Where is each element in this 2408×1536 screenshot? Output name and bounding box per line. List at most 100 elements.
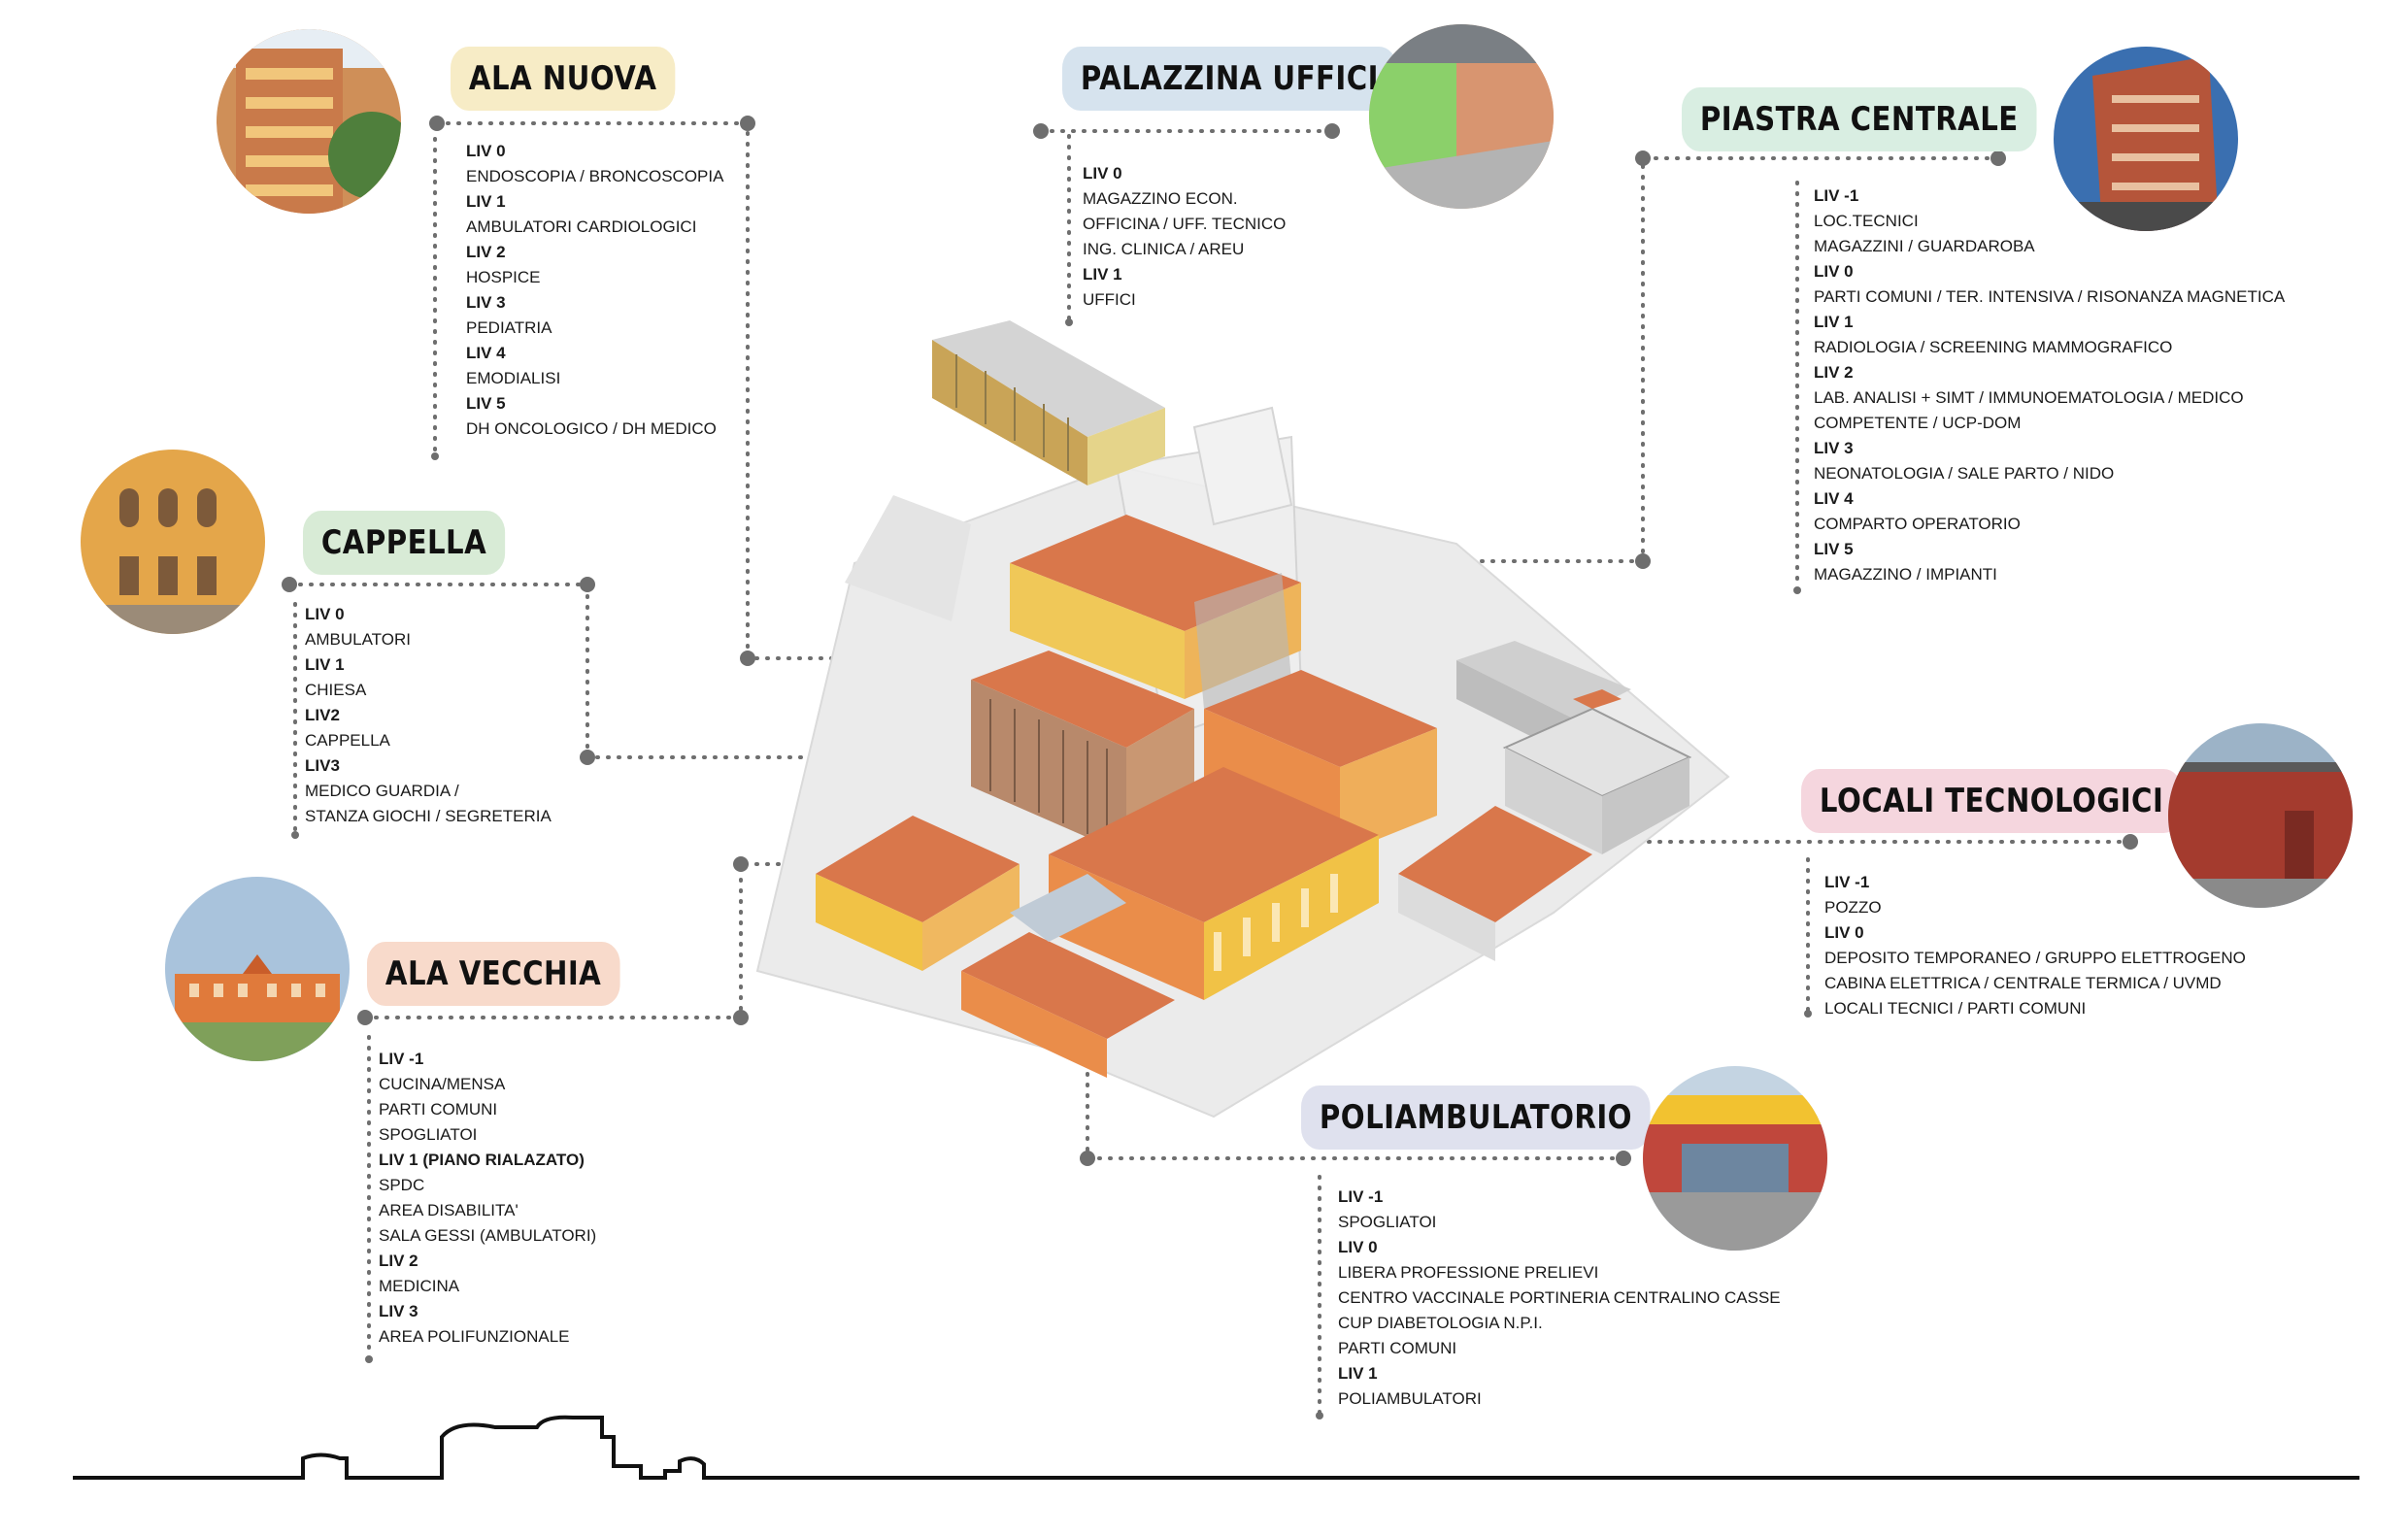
ghost-volume-2	[1192, 406, 1293, 526]
service-item: AREA DISABILITA'	[379, 1201, 518, 1219]
service-item: LOC.TECNICI	[1814, 212, 1919, 230]
building-facade-icon	[217, 29, 401, 214]
service-item: UFFICI	[1083, 290, 1136, 309]
service-item: CUCINA/MENSA	[379, 1075, 506, 1093]
service-item: NEONATOLOGIA / SALE PARTO / NIDO	[1814, 464, 2115, 483]
level-label: LIV 4	[1814, 489, 1854, 508]
level-label: LIV 4	[466, 344, 506, 362]
service-item: EMODIALISI	[466, 369, 561, 387]
level-label: LIV 1	[1814, 313, 1854, 331]
level-label: LIV 0	[1083, 164, 1122, 183]
pill-poliambulatorio: POLIAMBULATORIO	[1301, 1085, 1651, 1150]
service-item: POZZO	[1824, 898, 1882, 917]
photo-locali-tecnologici	[2168, 723, 2353, 908]
service-item: DEPOSITO TEMPORANEO / GRUPPO ELETTROGENO	[1824, 949, 2246, 967]
service-item: PARTI COMUNI	[379, 1100, 498, 1119]
level-label: LIV -1	[1338, 1187, 1384, 1206]
connector-cappella	[287, 583, 963, 759]
service-item: SPDC	[379, 1176, 425, 1194]
pill-piastra-centrale: PIASTRA CENTRALE	[1682, 87, 2037, 151]
service-item: CENTRO VACCINALE PORTINERIA CENTRALINO C…	[1338, 1288, 1781, 1307]
yellow-building-icon	[81, 450, 265, 634]
service-item: LAB. ANALISI + SIMT / IMMUNOEMATOLOGIA /…	[1814, 388, 2244, 432]
level-label: LIV 3	[1814, 439, 1854, 457]
photo-ala-vecchia	[165, 877, 350, 1061]
service-item: SPOGLIATOI	[379, 1125, 478, 1144]
level-label: LIV 0	[466, 142, 506, 160]
service-item: LIBERA PROFESSIONE PRELIEVI	[1338, 1263, 1599, 1282]
levels-poliambulatorio: LIV -1 SPOGLIATOI LIV 0 LIBERA PROFESSIONE …	[1338, 1185, 1781, 1412]
level-label: LIV 0	[305, 605, 345, 623]
connector-ala-nuova	[435, 121, 905, 660]
levels-ala-vecchia: LIV -1 CUCINA/MENSA PARTI COMUNI SPOGLIATOI…	[379, 1047, 596, 1350]
model-palazzina-uffici	[932, 320, 1165, 485]
levels-piastra-centrale: LIV -1 LOC.TECNICI MAGAZZINI / GUARDAROBA L…	[1814, 184, 2348, 587]
service-item: HOSPICE	[466, 268, 541, 286]
service-item: PARTI COMUNI / TER. INTENSIVA / RISONANZ…	[1814, 287, 2286, 306]
service-item: MEDICINA	[379, 1277, 460, 1295]
level-label: LIV -1	[1814, 186, 1859, 205]
photo-ala-nuova	[217, 29, 401, 214]
pill-cappella: CAPPELLA	[303, 511, 506, 575]
service-item: CUP DIABETOLOGIA N.P.I.	[1338, 1314, 1543, 1332]
service-item: CABINA ELETTRICA / CENTRALE TERMICA / UV…	[1824, 974, 2222, 992]
service-item: AREA POLIFUNZIONALE	[379, 1327, 570, 1346]
photo-piastra-centrale	[2054, 47, 2238, 231]
level-label: LIV -1	[1824, 873, 1870, 891]
level-label: LIV 3	[466, 293, 506, 312]
service-item: MAGAZZINO ECON.	[1083, 189, 1238, 208]
level-label: LIV -1	[379, 1050, 424, 1068]
level-label: LIV 2	[466, 243, 506, 261]
service-item: DH ONCOLOGICO / DH MEDICO	[466, 419, 717, 438]
pill-locali-tecnologici: LOCALI TECNOLOGICI	[1801, 769, 2183, 833]
model-piastra-centrale	[1010, 515, 1301, 709]
service-item: RADIOLOGIA / SCREENING MAMMOGRAFICO	[1814, 338, 2173, 356]
service-item: POLIAMBULATORI	[1338, 1389, 1482, 1408]
level-label: LIV 1 (PIANO RIALAZATO)	[379, 1151, 585, 1169]
model-locali-tecnologici	[1398, 641, 1692, 961]
pill-ala-nuova: ALA NUOVA	[451, 47, 676, 111]
level-label: LIV 2	[379, 1252, 418, 1270]
service-item: PARTI COMUNI	[1338, 1339, 1457, 1357]
skyline-outline	[73, 1415, 2359, 1480]
level-label: LIV2	[305, 706, 340, 724]
pill-palazzina-uffici: PALAZZINA UFFICI	[1062, 47, 1397, 111]
service-item: STANZA GIOCHI / SEGRETERIA	[305, 807, 552, 825]
level-label: LIV 0	[1814, 262, 1854, 281]
level-label: LIV 1	[1338, 1364, 1378, 1383]
service-item: LOCALI TECNICI / PARTI COMUNI	[1824, 999, 2087, 1018]
service-item: ING. CLINICA / AREU	[1083, 240, 1245, 258]
levels-palazzina-uffici: LIV 0 MAGAZZINO ECON. OFFICINA / UFF. TECN…	[1083, 161, 1286, 313]
service-item: SPOGLIATOI	[1338, 1213, 1437, 1231]
historic-facade-icon	[165, 877, 350, 1061]
level-label: LIV 0	[1338, 1238, 1378, 1256]
service-item: MAGAZZINI / GUARDAROBA	[1814, 237, 2035, 255]
pill-ala-vecchia: ALA VECCHIA	[367, 942, 620, 1006]
level-label: LIV 1	[1083, 265, 1122, 284]
service-item: CHIESA	[305, 681, 367, 699]
service-item: SALA GESSI (AMBULATORI)	[379, 1226, 597, 1245]
service-item: OFFICINA / UFF. TECNICO	[1083, 215, 1287, 233]
level-label: LIV3	[305, 756, 340, 775]
level-label: LIV 5	[466, 394, 506, 413]
service-item: MAGAZZINO / IMPIANTI	[1814, 565, 1997, 584]
photo-cappella	[81, 450, 265, 634]
service-item: PEDIATRIA	[466, 318, 552, 337]
service-item: AMBULATORI CARDIOLOGICI	[466, 217, 697, 236]
brick-building-icon	[2054, 47, 2238, 231]
tech-building-icon	[2168, 723, 2353, 908]
service-item: MEDICO GUARDIA /	[305, 782, 459, 800]
level-label: LIV 5	[1814, 540, 1854, 558]
level-label: LIV 3	[379, 1302, 418, 1320]
level-label: LIV 1	[305, 655, 345, 674]
site-ground-left	[845, 495, 971, 621]
office-street-icon	[1369, 24, 1554, 209]
service-item: CAPPELLA	[305, 731, 390, 750]
service-item: AMBULATORI	[305, 630, 411, 649]
service-item: COMPARTO OPERATORIO	[1814, 515, 2021, 533]
level-label: LIV 2	[1814, 363, 1854, 382]
